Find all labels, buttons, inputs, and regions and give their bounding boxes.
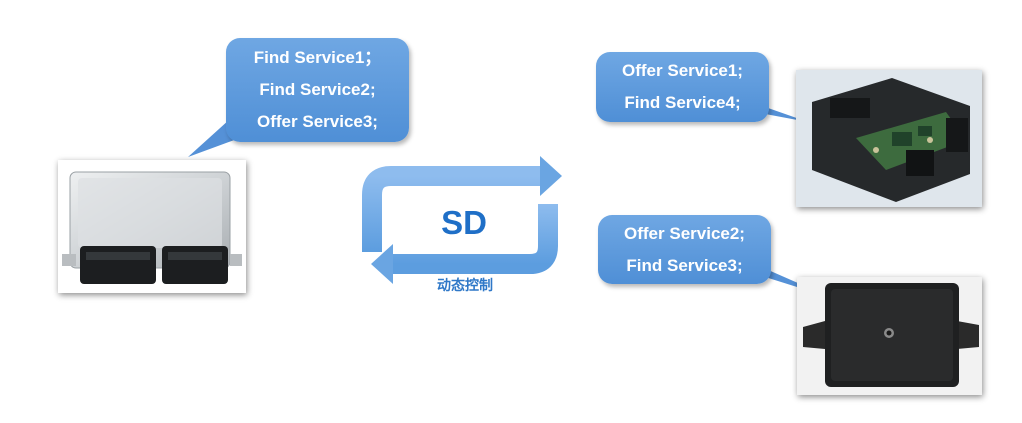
sd-arrow-top	[362, 166, 540, 252]
control-box-illustration	[797, 277, 982, 395]
bubble-left-line-1: Find Service1；	[253, 48, 382, 67]
bubble-right-bottom-line-2: Find Service3;	[626, 256, 743, 275]
ecu-illustration	[62, 171, 242, 284]
sd-arrow-top-head	[540, 156, 562, 196]
bubble-left: Find Service1； Find Service2; Offer Serv…	[226, 38, 409, 142]
sd-sublabel: 动态控制	[437, 278, 493, 294]
bubble-right-top: Offer Service1; Find Service4;	[596, 52, 769, 122]
bubble-right-top-line-1: Offer Service1;	[622, 61, 743, 80]
bubble-left-line-2: Find Service2;	[259, 80, 376, 99]
bubble-right-bottom-line-1: Offer Service2;	[624, 224, 745, 243]
sd-arrow-bottom	[393, 204, 558, 274]
sd-arrow-bottom-head	[371, 244, 393, 284]
circuit-board-illustration	[796, 70, 982, 207]
bubble-right-top-line-2: Find Service4;	[624, 93, 741, 112]
bubble-right-bottom: Offer Service2; Find Service3;	[598, 215, 771, 284]
engine-ecu-image	[58, 160, 246, 293]
bubble-left-line-3: Offer Service3;	[257, 112, 378, 131]
black-control-box-image	[797, 277, 982, 395]
sd-label: SD	[441, 204, 487, 241]
ecu-circuit-board-image	[796, 70, 982, 207]
